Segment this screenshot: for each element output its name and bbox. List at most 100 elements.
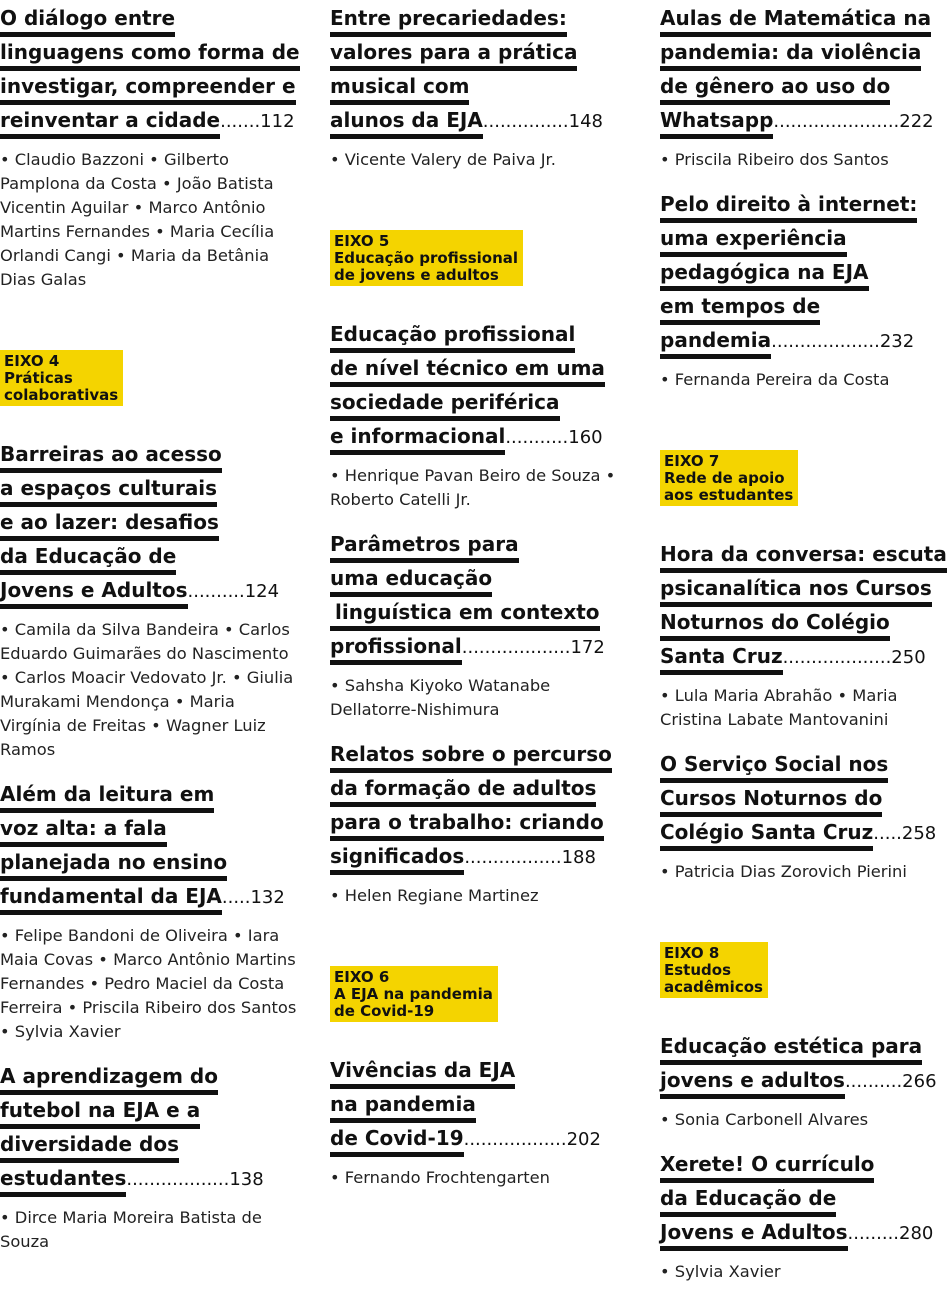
entry-title-line: na pandemia	[330, 1090, 630, 1124]
title-text: uma educação	[330, 564, 493, 597]
page-number: 138	[229, 1169, 264, 1190]
title-text: planejada no ensino	[0, 848, 228, 881]
entry-title-line: Jovens e Adultos..........124	[0, 576, 300, 610]
section-heading-line: EIXO 8	[664, 944, 720, 962]
title-text: fundamental da EJA	[0, 882, 222, 915]
page-number: 124	[244, 581, 280, 602]
entry-title-line: da formação de adultos	[330, 774, 630, 808]
title-text: de gênero ao uso do	[660, 72, 891, 105]
title-text: Além da leitura em	[0, 780, 215, 813]
entry-title-line: Cursos Noturnos do	[660, 784, 951, 818]
entry-title-line: Aulas de Matemática na	[660, 4, 951, 38]
entry-title-line: e ao lazer: desafios	[0, 508, 300, 542]
title-text: uma experiência	[660, 224, 847, 257]
author-list: • Fernando Frochtengarten	[330, 1168, 550, 1187]
title-text: alunos da EJA	[330, 106, 483, 139]
author-list: • Sylvia Xavier	[660, 1262, 781, 1281]
section-heading-line: de Covid-19	[334, 1002, 435, 1020]
title-text: Jovens e Adultos	[660, 1218, 848, 1251]
toc-entry[interactable]: Entre precariedades:valores para a práti…	[330, 4, 630, 172]
entry-title-line: O Serviço Social nos	[660, 750, 951, 784]
title-text: profissional	[330, 632, 462, 665]
entry-title-line: linguagens como forma de	[0, 38, 300, 72]
author-list: • Helen Regiane Martinez	[330, 886, 539, 905]
entry-title-line: Parâmetros para	[330, 530, 630, 564]
leader-dots: ...................	[782, 647, 892, 668]
leader-dots: ...........	[505, 427, 569, 448]
title-text: linguagens como forma de	[0, 38, 300, 71]
entry-title-line: sociedade periférica	[330, 388, 630, 422]
title-text: em tempos de	[660, 292, 821, 325]
title-text: para o trabalho: criando	[330, 808, 604, 841]
title-text: Cursos Noturnos do	[660, 784, 883, 817]
entry-title-line: para o trabalho: criando	[330, 808, 630, 842]
title-text: A aprendizagem do	[0, 1062, 218, 1095]
page-number: 280	[899, 1223, 934, 1244]
entry-title-line: reinventar a cidade.......112	[0, 106, 300, 140]
page-number: 258	[901, 823, 937, 844]
title-text: Noturnos do Colégio	[660, 608, 890, 641]
page-number: 232	[879, 331, 915, 352]
title-text: musical com	[330, 72, 470, 105]
title-text: Whatsapp	[660, 106, 774, 139]
title-text: Santa Cruz	[660, 642, 783, 675]
title-text: reinventar a cidade	[0, 106, 221, 139]
section-heading-line: de jovens e adultos	[334, 266, 499, 284]
leader-dots: .......	[220, 111, 261, 132]
entry-title-line: pandemia: da violência	[660, 38, 951, 72]
leader-dots: ..........	[187, 581, 245, 602]
leader-dots: ...............	[482, 111, 569, 132]
entry-title-line: Pelo direito à internet:	[660, 190, 951, 224]
entry-title-line: diversidade dos	[0, 1130, 300, 1164]
entry-title-line: da Educação de	[660, 1184, 951, 1218]
page-number: 112	[260, 111, 295, 132]
entry-title-line: musical com	[330, 72, 630, 106]
section-heading-line: acadêmicos	[664, 978, 763, 996]
entry-title-line: Xerete! O currículo	[660, 1150, 951, 1184]
author-list: • Henrique Pavan Beiro de Souza • Robert…	[330, 466, 616, 509]
title-text: jovens e adultos	[660, 1066, 845, 1099]
title-text: Educação profissional	[330, 320, 576, 353]
entry-title-line: de gênero ao uso do	[660, 72, 951, 106]
section-heading-line: Rede de apoio	[664, 469, 785, 487]
page-number: 148	[568, 111, 603, 132]
author-list: • Claudio Bazzoni • Gilberto Pamplona da…	[0, 150, 275, 289]
page-number: 250	[891, 647, 926, 668]
leader-dots: ...................	[771, 331, 880, 352]
title-text: psicanalítica nos Cursos	[660, 574, 932, 607]
title-text: investigar, compreender e	[0, 72, 296, 105]
section-heading-line: A EJA na pandemia	[334, 985, 493, 1003]
title-text: a espaços culturais	[0, 474, 218, 507]
entry-title-line: Educação profissional	[330, 320, 630, 354]
entry-title-line: investigar, compreender e	[0, 72, 300, 106]
entry-title-line: jovens e adultos..........266	[660, 1066, 951, 1100]
entry-title-line: Entre precariedades:	[330, 4, 630, 38]
entry-title-line: Educação estética para	[660, 1032, 951, 1066]
section-heading-line: EIXO 4	[4, 352, 60, 370]
title-text: da Educação de	[660, 1184, 837, 1217]
toc-column-2: Entre precariedades:valores para a práti…	[330, 4, 630, 1208]
section-heading-line: EIXO 7	[664, 452, 720, 470]
entry-title-line: futebol na EJA e a	[0, 1096, 300, 1130]
leader-dots: ...................	[461, 637, 571, 658]
